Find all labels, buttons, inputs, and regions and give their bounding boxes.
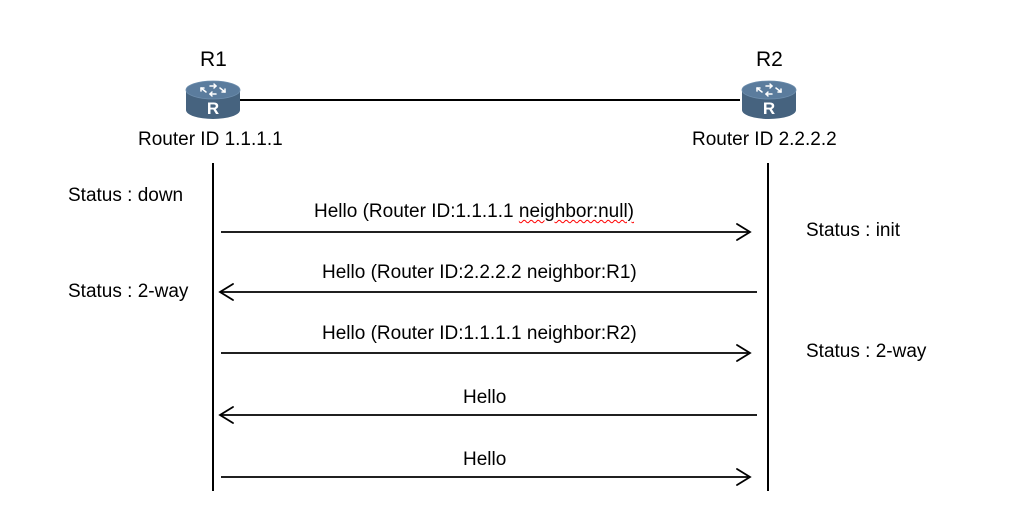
router-id-r1: Router ID 1.1.1.1 (138, 129, 283, 150)
status-left-2way: Status : 2-way (68, 281, 189, 302)
message-label-2: Hello (Router ID:2.2.2.2 neighbor:R1) (322, 262, 637, 283)
status-left-down: Status : down (68, 185, 184, 206)
message-label-5: Hello (463, 449, 507, 470)
router-icon: R (741, 80, 797, 119)
status-right-init: Status : init (806, 220, 900, 241)
message-label-1-misspelled: neighbor:null) (518, 201, 635, 222)
message-arrow-5 (221, 468, 752, 486)
status-right-2way: Status : 2-way (806, 341, 927, 362)
node-label-r1: R1 (200, 48, 227, 71)
message-label-1-text: Hello (Router ID:1.1.1.1 (314, 201, 519, 222)
node-label-r2: R2 (756, 48, 783, 71)
message-arrow-4 (218, 406, 757, 424)
message-label-4: Hello (463, 387, 507, 408)
router-icon-r2[interactable]: R (738, 77, 800, 123)
message-arrow-3 (221, 344, 752, 362)
router-icon-r1[interactable]: R (182, 77, 244, 123)
message-arrow-2 (218, 283, 757, 301)
message-arrow-1 (221, 223, 752, 241)
router-icon: R (185, 80, 241, 119)
router-id-r2: Router ID 2.2.2.2 (692, 129, 837, 150)
svg-text:R: R (207, 99, 219, 118)
svg-text:R: R (763, 99, 775, 118)
message-label-1: Hello (Router ID:1.1.1.1 neighbor:null) (314, 202, 1019, 221)
message-label-3: Hello (Router ID:1.1.1.1 neighbor:R2) (322, 323, 637, 344)
